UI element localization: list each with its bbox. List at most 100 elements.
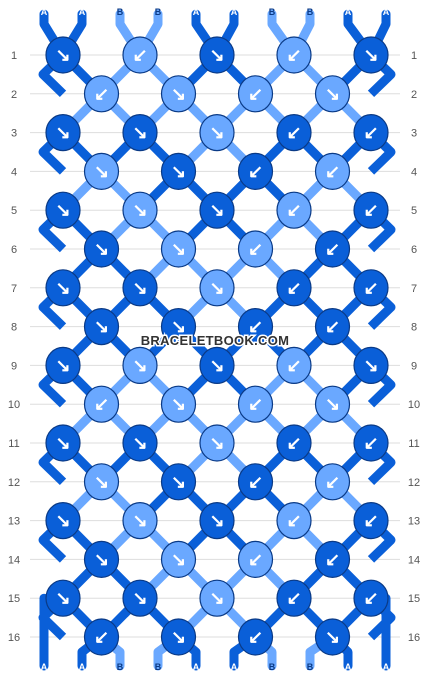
knot: ↙ [314, 230, 351, 268]
knot: ↘ [122, 501, 158, 540]
knot-arrow-icon: ↘ [363, 355, 378, 375]
knot-shape [237, 618, 274, 656]
knot: ↘ [160, 463, 197, 501]
knot-arrow-icon: ↙ [94, 394, 109, 414]
knot-shape [160, 463, 197, 501]
knot: ↘ [83, 463, 120, 501]
knot-arrow-icon: ↘ [209, 433, 224, 453]
knot-arrow-icon: ↙ [248, 161, 263, 181]
strand-label-bottom: A [193, 662, 200, 672]
knot: ↘ [122, 114, 158, 152]
row-label-right: 6 [411, 244, 417, 256]
knot-arrow-icon: ↙ [286, 355, 301, 375]
knot-arrow-icon: ↘ [171, 472, 186, 492]
knot-shape [353, 114, 389, 152]
row-label-left: 11 [8, 438, 19, 450]
watermark-text: BRACELETBOOK.COM [141, 333, 290, 348]
row-label-right: 12 [408, 477, 420, 489]
row-label-left: 9 [11, 360, 17, 372]
row-label-left: 3 [11, 128, 17, 140]
knot: ↙ [353, 579, 389, 617]
knot: ↙ [83, 618, 120, 656]
knot-arrow-icon: ↘ [171, 394, 186, 414]
knot-shape [45, 36, 81, 74]
knot-arrow-icon: ↘ [171, 161, 186, 181]
knot-shape [314, 618, 351, 656]
knot-arrow-icon: ↙ [286, 123, 301, 143]
row-label-left: 15 [8, 593, 20, 605]
knot-shape [199, 501, 235, 540]
knot-shape [160, 75, 197, 113]
knot-shape [160, 618, 197, 656]
strand-label-bottom: A [79, 662, 86, 672]
row-label-left: 5 [11, 205, 17, 217]
knot: ↘ [199, 191, 235, 229]
knot-shape [122, 579, 158, 617]
knot: ↘ [45, 579, 81, 617]
knot-shape [83, 463, 120, 501]
knot: ↘ [199, 269, 235, 307]
knot: ↙ [353, 191, 389, 229]
knot: ↙ [237, 618, 274, 656]
knot-shape [199, 579, 235, 617]
strand-label-bottom: A [383, 662, 390, 672]
row-label-right: 5 [411, 205, 417, 217]
knot-shape [276, 579, 312, 617]
knot: ↘ [160, 308, 197, 346]
knot-shape [160, 308, 197, 346]
knot-arrow-icon: ↘ [55, 278, 70, 298]
strand-label-top: A [345, 7, 352, 17]
knot-shape [276, 424, 312, 462]
row-label-right: 9 [411, 360, 417, 372]
knot-shape [353, 424, 389, 462]
knot: ↘ [45, 36, 81, 74]
knot-shape [199, 424, 235, 462]
knot-arrow-icon: ↘ [132, 433, 147, 453]
strand-label-bottom: A [345, 662, 352, 672]
knot-arrow-icon: ↘ [132, 355, 147, 375]
knot-shape [276, 114, 312, 152]
knot: ↘ [45, 269, 81, 307]
knot: ↘ [314, 75, 351, 113]
knot-arrow-icon: ↘ [94, 317, 109, 337]
knot-arrow-icon: ↙ [286, 278, 301, 298]
knot: ↘ [122, 269, 158, 307]
knot-shape [237, 385, 274, 423]
knot-shape [122, 501, 158, 540]
strand-label-top: B [155, 7, 162, 17]
knot: ↘ [83, 308, 120, 346]
knot-shape [276, 501, 312, 540]
knot-shape [83, 75, 120, 113]
strand-label-bottom: B [307, 662, 314, 672]
knot-shape [122, 36, 158, 74]
knot: ↙ [314, 463, 351, 501]
knot-arrow-icon: ↙ [248, 549, 263, 569]
knot-shape [83, 540, 120, 579]
knot-shape [45, 114, 81, 152]
knot-arrow-icon: ↙ [325, 549, 340, 569]
row-label-left: 2 [11, 89, 17, 101]
knot-arrow-icon: ↘ [132, 278, 147, 298]
row-label-right: 7 [411, 283, 417, 295]
knot-shape [353, 346, 389, 384]
knot-arrow-icon: ↙ [325, 161, 340, 181]
knot-arrow-icon: ↙ [132, 45, 147, 65]
knot-shape [45, 501, 81, 540]
knot: ↘ [160, 75, 197, 113]
strand-label-bottom: B [155, 662, 162, 672]
knot: ↙ [237, 385, 274, 423]
knot-arrow-icon: ↙ [286, 433, 301, 453]
knot-arrow-icon: ↙ [325, 317, 340, 337]
knot-arrow-icon: ↙ [248, 394, 263, 414]
strand-label-bottom: B [117, 662, 124, 672]
knot: ↙ [276, 501, 312, 540]
knot-shape [237, 308, 274, 346]
strand-label-top: A [383, 7, 390, 17]
knot-arrow-icon: ↘ [325, 394, 340, 414]
knot-shape [122, 346, 158, 384]
knot: ↘ [314, 618, 351, 656]
knot: ↘ [45, 114, 81, 152]
